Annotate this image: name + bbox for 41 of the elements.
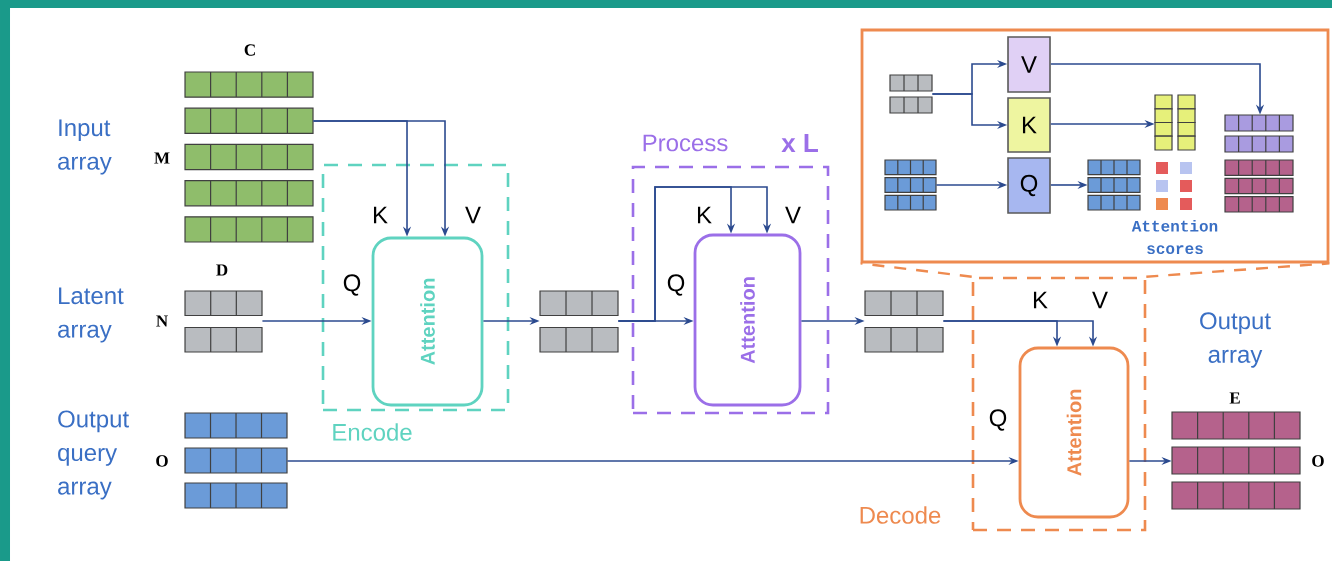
edge-label: V — [1090, 289, 1110, 311]
dimension-letter: N — [156, 315, 168, 327]
zoom-inset-panel — [860, 28, 1330, 264]
projection-box: K — [1007, 97, 1051, 153]
group-label: Decode — [860, 506, 941, 524]
edge-label: K — [1030, 289, 1050, 311]
array-label: Input array — [58, 119, 112, 175]
dimension-letter: M — [154, 152, 170, 164]
attention-block: Attention — [693, 233, 802, 407]
dimension-letter: O — [156, 455, 168, 467]
edge-label: K — [694, 204, 714, 226]
dimension-letter: E — [1229, 392, 1240, 404]
dimension-letter: O — [1312, 455, 1324, 467]
array-grid — [1087, 159, 1141, 211]
array-grid — [884, 159, 937, 211]
attention-block: Attention — [1018, 346, 1130, 519]
dimension-letter: D — [216, 264, 228, 276]
array-grid — [539, 290, 619, 353]
edge-label: V — [783, 204, 803, 226]
attention-block: Attention — [371, 236, 484, 407]
edge-label: Q — [664, 272, 688, 298]
projection-box: V — [1007, 36, 1051, 93]
group-label: Encode — [333, 423, 412, 441]
edge-label: K — [370, 204, 390, 226]
array-label: Output query array — [58, 410, 129, 500]
caption-text: Attention scores — [1131, 219, 1218, 255]
array-label: Latent array — [58, 287, 124, 343]
edge-label: Q — [340, 272, 364, 298]
arrow — [617, 186, 772, 322]
edge-label: V — [463, 204, 483, 226]
array-grid — [889, 74, 933, 114]
array-label: Output array — [1200, 312, 1271, 368]
projection-box: Q — [1007, 157, 1051, 214]
edge-label: Q — [986, 407, 1010, 433]
dimension-letter: C — [244, 44, 255, 56]
array-grid — [1224, 114, 1294, 213]
array-grid — [864, 290, 944, 353]
zoom-guide-lines — [859, 262, 1331, 278]
group-label: Process — [643, 134, 728, 152]
array-grid — [1154, 94, 1196, 151]
repeat-label: x L — [781, 134, 818, 152]
